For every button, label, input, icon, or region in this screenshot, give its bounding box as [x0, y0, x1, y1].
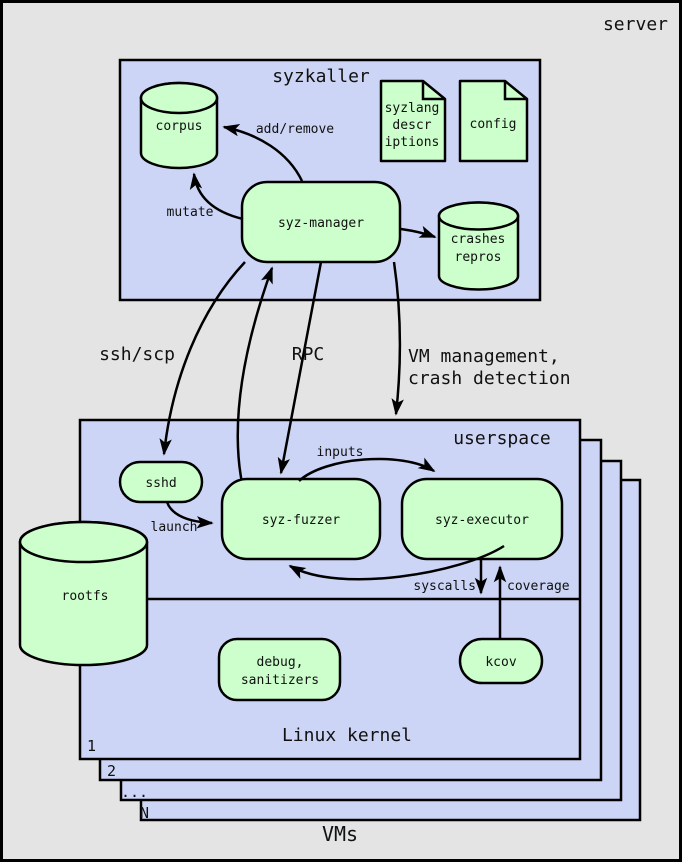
userspace-label: userspace [453, 428, 551, 449]
crashes-repros-database: crashes repros [437, 201, 520, 291]
syz-manager-box: syz-manager [240, 180, 402, 264]
vm-mgmt-label-line1: VM management, [408, 346, 560, 367]
syz-fuzzer-label: syz-fuzzer [262, 513, 340, 528]
kcov-box: kcov [458, 637, 544, 685]
config-label: config [470, 117, 517, 132]
sshd-box: sshd [118, 460, 204, 504]
corpus-label: corpus [156, 119, 203, 134]
crashes-line2: repros [455, 250, 502, 265]
inputs-label: inputs [317, 445, 364, 460]
sshd-label: sshd [145, 476, 176, 491]
syzlang-line3: iptions [385, 135, 440, 150]
manager-to-crashes-arrow [400, 225, 437, 239]
syzlang-descriptions-document: syzlang descr iptions [379, 79, 447, 163]
launch-label: launch [151, 520, 198, 535]
syz-executor-box: syz-executor [400, 477, 564, 561]
debug-line2: sanitizers [241, 673, 319, 688]
executor-to-fuzzer-arrow [288, 544, 505, 581]
ssh-scp-arrow [159, 261, 246, 456]
vm-stack-label-1: 1 [87, 737, 96, 755]
linux-kernel-label: Linux kernel [282, 725, 412, 746]
crashes-line1: crashes [451, 232, 506, 247]
coverage-label: coverage [507, 579, 570, 594]
syzlang-line2: descr [392, 118, 431, 133]
vm-management-arrow [391, 261, 404, 416]
syz-executor-label: syz-executor [435, 513, 529, 528]
add-remove-label: add/remove [256, 122, 334, 137]
corpus-database: corpus [139, 81, 219, 170]
syz-manager-label: syz-manager [278, 216, 364, 231]
vm-stack-label-2: 2 [107, 762, 116, 780]
vms-label: VMs [322, 822, 358, 846]
manager-to-corpus-arrow [222, 123, 304, 182]
corpus-mutate-arrow [189, 172, 244, 221]
syscalls-label: syscalls [413, 579, 476, 594]
rpc-label: RPC [292, 344, 325, 365]
vm-stack-label-n: N [140, 804, 149, 822]
inputs-arrow [298, 457, 436, 482]
syz-fuzzer-box: syz-fuzzer [220, 477, 382, 561]
syzkaller-title: syzkaller [272, 66, 370, 87]
sshd-launch-arrow [165, 501, 214, 529]
rootfs-database: rootfs [18, 520, 149, 667]
ssh-scp-label: ssh/scp [99, 344, 175, 365]
server-label: server [603, 14, 668, 35]
debug-sanitizers-box: debug, sanitizers [217, 637, 342, 702]
vm-mgmt-label-line2: crash detection [408, 368, 571, 389]
vm-stack-label-dots: ... [121, 783, 148, 801]
mutate-label: mutate [167, 205, 214, 220]
manager-to-fuzzer-rpc-arrow [277, 261, 323, 475]
kcov-label: kcov [485, 655, 516, 670]
syzlang-line1: syzlang [385, 101, 440, 116]
rootfs-label: rootfs [62, 589, 109, 604]
debug-line1: debug, [257, 655, 304, 670]
config-document: config [458, 79, 529, 163]
